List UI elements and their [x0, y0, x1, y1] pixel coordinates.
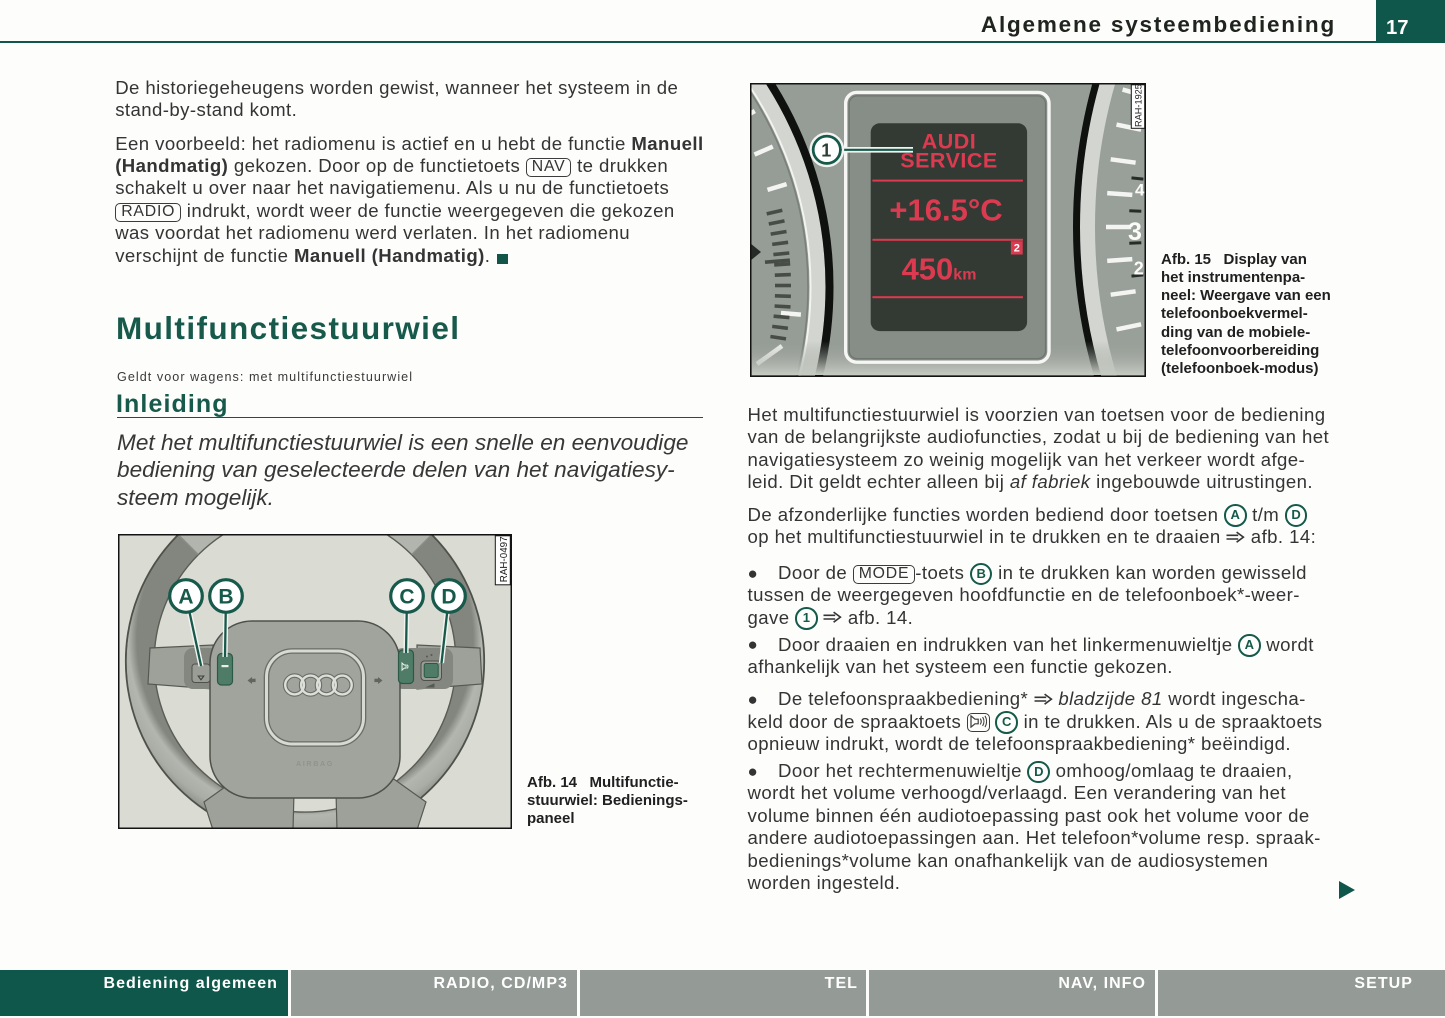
svg-text:A: A: [178, 586, 193, 609]
svg-text:2: 2: [1134, 259, 1144, 279]
svg-text:RAH-0497: RAH-0497: [499, 536, 510, 582]
svg-text:SERVICE: SERVICE: [900, 149, 998, 173]
svg-text:+16.5°C: +16.5°C: [889, 193, 1002, 228]
svg-text:AUDI: AUDI: [922, 129, 977, 153]
svg-text:1: 1: [821, 140, 831, 160]
svg-text:4: 4: [1135, 181, 1145, 200]
svg-text:3: 3: [1128, 218, 1142, 246]
svg-text:RAH-1925: RAH-1925: [1133, 84, 1143, 127]
svg-text:D: D: [441, 586, 456, 609]
svg-text:2: 2: [1014, 243, 1020, 255]
svg-text:B: B: [218, 586, 233, 609]
svg-text:C: C: [399, 586, 414, 609]
svg-text:AIRBAG: AIRBAG: [296, 759, 334, 768]
